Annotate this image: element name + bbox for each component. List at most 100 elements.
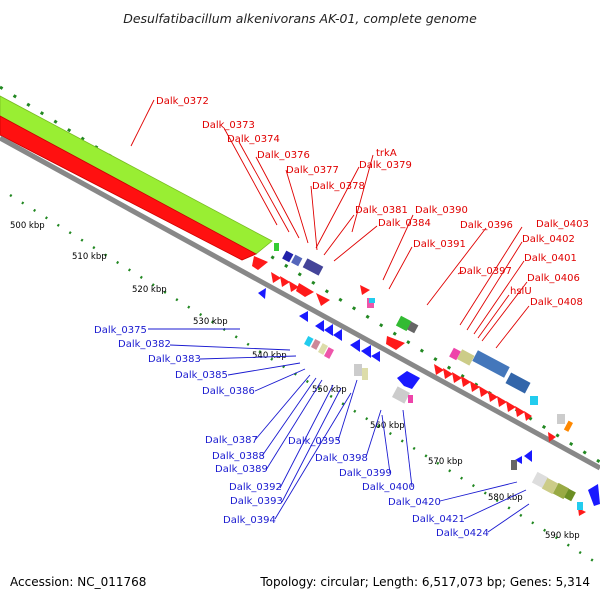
gene-block	[457, 349, 475, 366]
forward-gene-blocks	[274, 243, 573, 432]
gene-label: Dalk_0408	[530, 297, 583, 308]
gene-arrow	[252, 256, 268, 270]
gene-block	[472, 350, 510, 378]
gene-block	[511, 460, 517, 470]
reverse-gene-arrows	[258, 288, 600, 506]
gene-label: trkA	[376, 148, 397, 159]
gene-label: Dalk_0382	[118, 339, 171, 350]
gene-block	[531, 471, 549, 489]
gene-block	[354, 364, 362, 376]
scale-label: 580 kbp	[488, 493, 523, 503]
gene-arrow	[488, 391, 498, 402]
gene-block	[274, 243, 279, 251]
gene-label: Dalk_0406	[527, 273, 580, 284]
gene-block	[311, 339, 321, 350]
gene-arrow	[271, 272, 281, 283]
gene-block	[530, 396, 538, 405]
gene-block	[318, 343, 328, 355]
forward-gene-arrows	[252, 256, 586, 516]
gene-label: Dalk_0374	[227, 134, 280, 145]
gene-arrow	[316, 293, 330, 306]
gene-label: Dalk_0373	[202, 120, 255, 131]
gene-label: Dalk_0396	[460, 220, 513, 231]
gene-label: Dalk_0379	[359, 160, 412, 171]
gene-arrow	[506, 401, 516, 412]
scale-label: 510 kbp	[72, 252, 107, 262]
gene-label: Dalk_0403	[536, 219, 589, 230]
gene-arrow	[333, 329, 342, 341]
gene-label: Dalk_0395	[288, 436, 341, 447]
gene-label: Dalk_0391	[413, 239, 466, 250]
gene-label: Dalk_0372	[156, 96, 209, 107]
gene-arrow	[461, 376, 471, 387]
gene-label: Dalk_0393	[230, 496, 283, 507]
reverse-leader-lines	[148, 328, 530, 533]
gene-label: Dalk_0398	[315, 453, 368, 464]
gene-arrow	[434, 364, 444, 375]
gene-label: Dalk_0402	[522, 234, 575, 245]
gene-arrow	[497, 396, 507, 407]
gene-label: Dalk_0377	[286, 165, 339, 176]
genome-summary-text: Topology: circular; Length: 6,517,073 bp…	[259, 575, 590, 589]
gene-block	[392, 386, 410, 404]
gene-label: Dalk_0420	[388, 497, 441, 508]
gene-block	[408, 395, 413, 403]
gene-label: Dalk_0421	[412, 514, 465, 525]
scale-labels: 500 kbp 510 kbp 520 kbp 530 kbp 540 kbp …	[10, 221, 580, 541]
reverse-gene-labels: Dalk_0375 Dalk_0382 Dalk_0383 Dalk_0385 …	[94, 325, 489, 539]
gene-label: Dalk_0424	[436, 528, 489, 539]
gene-arrow	[324, 324, 333, 336]
gene-label: Dalk_0388	[212, 451, 265, 462]
gene-block	[302, 258, 324, 276]
gene-arrow	[386, 336, 405, 350]
gene-block	[282, 250, 294, 263]
gene-arrow	[296, 283, 314, 297]
gene-arrow	[397, 371, 420, 389]
accession-text: Accession: NC_011768	[10, 575, 146, 589]
map-title: Desulfatibacillum alkenivorans AK-01, co…	[123, 11, 477, 26]
gene-label: Dalk_0394	[223, 515, 276, 526]
scale-label: 520 kbp	[132, 285, 167, 295]
gene-block	[395, 315, 412, 332]
gene-label: Dalk_0383	[148, 354, 201, 365]
gene-arrow	[299, 311, 308, 322]
scale-label: 530 kbp	[193, 317, 228, 327]
gene-block	[369, 298, 375, 303]
gene-arrow	[280, 276, 290, 287]
gene-block	[563, 420, 573, 432]
gene-label: Dalk_0401	[524, 253, 577, 264]
gene-arrow	[350, 339, 360, 352]
gene-arrow	[315, 320, 324, 332]
gene-arrow	[452, 372, 462, 383]
scale-label: 590 kbp	[545, 531, 580, 541]
gene-block	[505, 372, 531, 394]
scale-dots	[0, 85, 600, 567]
gene-block	[541, 477, 559, 495]
gene-block	[577, 502, 583, 510]
gene-label: Dalk_0378	[312, 181, 365, 192]
gene-label: Dalk_0400	[362, 482, 415, 493]
gene-block	[291, 254, 303, 267]
scale-label: 540 kbp	[252, 351, 287, 361]
gene-label: Dalk_0381	[355, 205, 408, 216]
gene-block	[362, 368, 368, 380]
gene-label: Dalk_0399	[339, 468, 392, 479]
gene-arrow	[361, 345, 371, 358]
gene-label: Dalk_0376	[257, 150, 310, 161]
gene-arrow	[258, 288, 266, 299]
gene-label: Dalk_0390	[415, 205, 468, 216]
gene-label: Dalk_0386	[202, 386, 255, 397]
gene-label: Dalk_0392	[229, 482, 282, 493]
scale-label: 560 kbp	[370, 421, 405, 431]
gene-block	[564, 488, 576, 502]
gene-block	[324, 347, 334, 359]
gene-block	[449, 347, 461, 361]
gene-label: Dalk_0375	[94, 325, 147, 336]
gene-label: Dalk_0385	[175, 370, 228, 381]
gc-content-track	[0, 115, 257, 261]
gene-arrow	[371, 351, 380, 362]
gene-arrow	[524, 450, 532, 462]
gene-arrow	[479, 386, 489, 397]
scale-label: 550 kbp	[312, 385, 347, 395]
